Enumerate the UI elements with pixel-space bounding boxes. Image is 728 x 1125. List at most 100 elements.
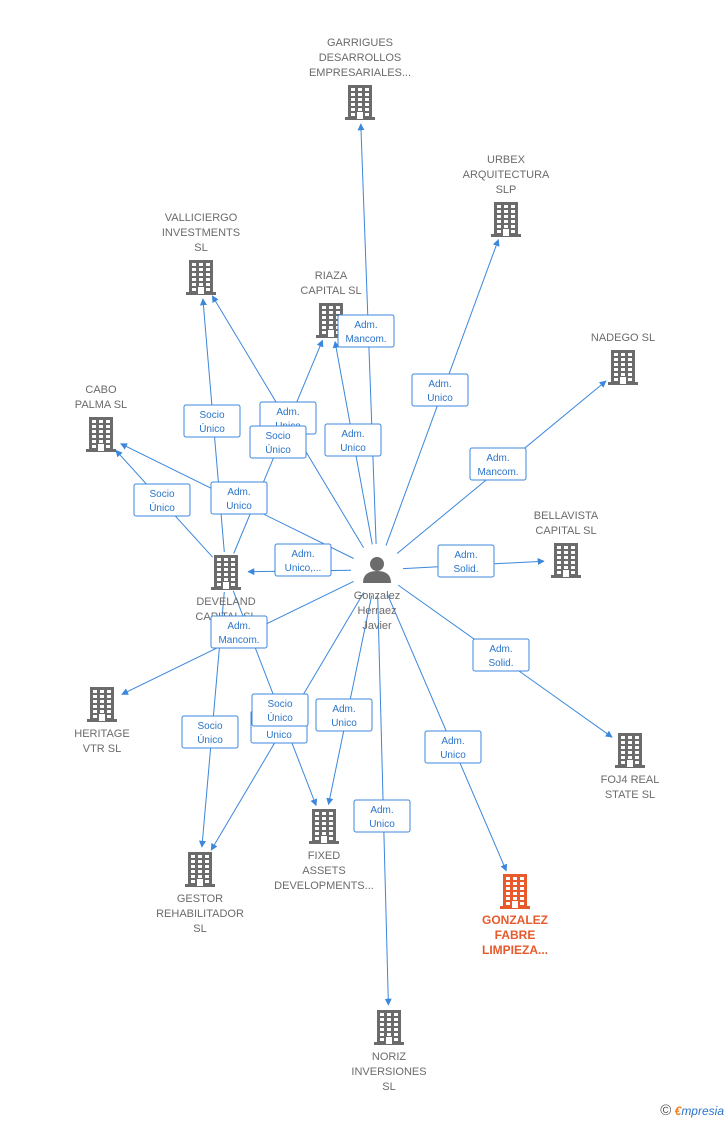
company-label: SL [194, 242, 207, 254]
edge-label-person-fixed[interactable]: Adm. Unico [315, 698, 373, 732]
edge-label-person-riaza[interactable]: Adm.Unico [324, 423, 382, 457]
building-icon[interactable] [309, 809, 339, 844]
brand-logo-mark: € [674, 1104, 682, 1118]
building-icon[interactable] [491, 202, 521, 237]
edge-label-text: Socio [267, 699, 292, 710]
company-node-urbex[interactable]: URBEX ARQUITECTURA SLP [463, 154, 550, 237]
company-node-noriz[interactable]: NORIZ INVERSIONES SL [351, 1010, 427, 1093]
company-label: NORIZ [372, 1051, 407, 1063]
edge-label-person-develand[interactable]: Adm. Unico,... [274, 543, 332, 577]
brand-logo-text: mpresia [681, 1104, 724, 1118]
edge-label-text: Solid. [453, 564, 478, 575]
edge-label-text: Adm. [354, 320, 377, 331]
edge-label-text: Adm. [341, 429, 364, 440]
company-label: DEVELOPMENTS... [274, 880, 374, 892]
company-node-nadego[interactable]: NADEGO SL [591, 332, 655, 385]
edge-label-text: Unico [331, 718, 357, 729]
company-label: DEVELAND [196, 596, 255, 608]
edge-label-person-garrigues[interactable]: Adm.Mancom. [337, 314, 395, 348]
edge-label-person-bellavista[interactable]: Adm. Solid. [437, 544, 495, 578]
edge-label-text: Adm. [227, 487, 250, 498]
company-label: SL [382, 1081, 395, 1093]
building-icon[interactable] [500, 874, 530, 909]
company-node-gestor[interactable]: GESTOR REHABILITADOR SL [156, 852, 244, 935]
company-node-develand[interactable]: DEVELANDCAPITAL SL [195, 555, 257, 623]
company-node-garrigues[interactable]: GARRIGUESDESARROLLOSEMPRESARIALES... [309, 37, 411, 120]
company-label: FOJ4 REAL [601, 774, 660, 786]
company-node-foj4[interactable]: FOJ4 REAL STATE SL [601, 733, 660, 801]
edge-label-text: Adm. [332, 704, 355, 715]
edge-label-text: Solid. [488, 658, 513, 669]
copyright-footer: © €mpresia [660, 1102, 724, 1119]
building-icon[interactable] [551, 543, 581, 578]
company-label: FABRE [495, 928, 536, 942]
building-icon[interactable] [86, 417, 116, 452]
edge-label-text: Único [197, 733, 223, 746]
edge-label-person-urbex[interactable]: Adm. Unico [411, 373, 469, 407]
edge-label-person-cabo[interactable]: Adm. Unico [210, 481, 268, 515]
company-label: BELLAVISTA [534, 510, 599, 522]
edge-label-text: Adm. [441, 736, 464, 747]
company-label: EMPRESARIALES... [309, 67, 411, 79]
building-icon[interactable] [374, 1010, 404, 1045]
edge-label-text: Adm. [454, 550, 477, 561]
building-icon[interactable] [87, 687, 117, 722]
company-label: ARQUITECTURA [463, 169, 550, 181]
building-icon[interactable] [186, 260, 216, 295]
company-node-gonzalez_fabre[interactable]: GONZALEZFABRELIMPIEZA... [482, 874, 548, 957]
copyright-icon: © [660, 1102, 672, 1119]
company-label: SL [193, 923, 206, 935]
company-label: HERITAGE [74, 728, 129, 740]
edge-label-person-foj4[interactable]: Adm. Solid. [472, 638, 530, 672]
edge-label-text: Unico,... [285, 563, 322, 574]
company-label: RIAZA [315, 270, 348, 282]
edge-label-text: Unico [427, 393, 453, 404]
company-label: NADEGO SL [591, 332, 655, 344]
edge-label-text: Mancom. [218, 635, 259, 646]
person-label: Javier [362, 620, 392, 632]
edge-label-text: Único [199, 422, 225, 435]
company-label: VALLICIERGO [165, 212, 238, 224]
edge-label-text: Unico [266, 730, 292, 741]
company-label: STATE SL [605, 789, 655, 801]
company-label: GESTOR [177, 893, 223, 905]
edge-label-text: Socio [265, 431, 290, 442]
edge-label-text: Único [267, 711, 293, 724]
edge-label-text: Adm. [428, 379, 451, 390]
person-label: Gonzalez [354, 590, 400, 602]
company-label: INVERSIONES [351, 1066, 426, 1078]
company-label: CAPITAL SL [300, 285, 361, 297]
edge-label-text: Adm. [291, 549, 314, 560]
building-icon[interactable] [185, 852, 215, 887]
edge-label-person-noriz[interactable]: Adm.Unico [353, 799, 411, 833]
company-label: FIXED [308, 850, 340, 862]
edge-label-person-heritage[interactable]: Adm.Mancom. [210, 615, 268, 649]
edge-label-text: Adm. [489, 644, 512, 655]
person-icon[interactable] [363, 557, 391, 583]
person-label: Herraez [357, 605, 396, 617]
edge-label-person-gonzalez_fabre[interactable]: Adm.Unico [424, 730, 482, 764]
edge-label-text: Socio [149, 489, 174, 500]
edge-label-text: Unico [226, 501, 252, 512]
edge-label-person-nadego[interactable]: Adm.Mancom. [469, 447, 527, 481]
building-icon[interactable] [608, 350, 638, 385]
edge-label-text: Socio [199, 410, 224, 421]
building-icon[interactable] [345, 85, 375, 120]
building-icon[interactable] [211, 555, 241, 590]
company-label: URBEX [487, 154, 526, 166]
company-label: REHABILITADOR [156, 908, 244, 920]
building-icon[interactable] [615, 733, 645, 768]
company-label: SLP [496, 184, 517, 196]
company-node-fixed[interactable]: FIXEDASSETSDEVELOPMENTS... [274, 809, 374, 892]
